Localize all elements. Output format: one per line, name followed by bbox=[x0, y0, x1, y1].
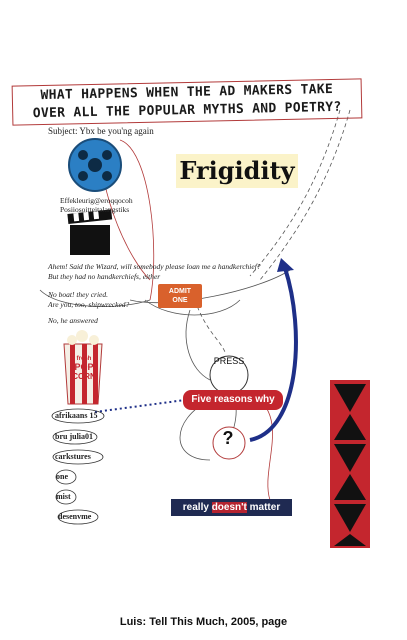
wizard-line-2: But they had no handkerchiefs, either bbox=[48, 272, 161, 281]
word-item-1: afrikaans 15 bbox=[55, 411, 98, 420]
dotted-link bbox=[94, 399, 186, 413]
popcorn-box-icon bbox=[63, 330, 103, 405]
question-mark: ? bbox=[222, 428, 234, 448]
word-item-3: carkstures bbox=[55, 452, 91, 461]
popcorn-line1: fresh bbox=[76, 356, 92, 362]
really-right: matter bbox=[246, 502, 281, 513]
five-reasons-label: Five reasons why bbox=[183, 390, 283, 410]
film-label-2: Posiiosoitteitalangstiks bbox=[60, 205, 130, 214]
wizard-line-3: No boat! they cried. bbox=[48, 290, 108, 299]
word-item-2: bru julia01 bbox=[55, 432, 94, 441]
press-label: PRESS bbox=[213, 356, 245, 366]
blue-arrow-curve bbox=[249, 267, 298, 442]
totem-panel bbox=[330, 380, 370, 548]
word-item-5: mist bbox=[56, 492, 71, 501]
really-doesnt-matter-label: really doesn't matter bbox=[171, 499, 292, 516]
word-item-6: desenvme bbox=[58, 512, 92, 521]
headline-box: WHAT HAPPENS WHEN THE AD MAKERS TAKE OVE… bbox=[11, 78, 363, 126]
blue-arrow-head bbox=[277, 258, 294, 272]
film-label-1: Effekleurig@eroqqocoh bbox=[60, 196, 133, 205]
word-item-4: one bbox=[56, 472, 68, 481]
subject-line: Subject: Ybx be you'ng again bbox=[48, 126, 154, 136]
page-caption: Luis: Tell This Much, 2005, page bbox=[119, 616, 288, 628]
frigidity-title: Frigidity bbox=[176, 154, 298, 188]
clapperboard-icon bbox=[67, 209, 113, 255]
film-reel-icon bbox=[68, 138, 122, 192]
really-left: really bbox=[182, 502, 212, 513]
wizard-line-4: Are you, too, shipwrecked? bbox=[48, 300, 130, 309]
admit-one-ticket: ADMIT ONE bbox=[158, 284, 202, 308]
ticket-line1: ADMIT bbox=[168, 288, 192, 295]
really-highlight: doesn't bbox=[211, 502, 247, 513]
popcorn-label: fresh POP CORN bbox=[66, 356, 102, 381]
wizard-line-5: No, he answered bbox=[48, 316, 98, 325]
ticket-line2: ONE bbox=[172, 297, 188, 304]
wizard-line-1: Ahem! Said the Wizard, will somebody ple… bbox=[48, 262, 261, 271]
popcorn-line3: CORN bbox=[72, 372, 96, 381]
popcorn-line2: POP bbox=[74, 362, 94, 372]
